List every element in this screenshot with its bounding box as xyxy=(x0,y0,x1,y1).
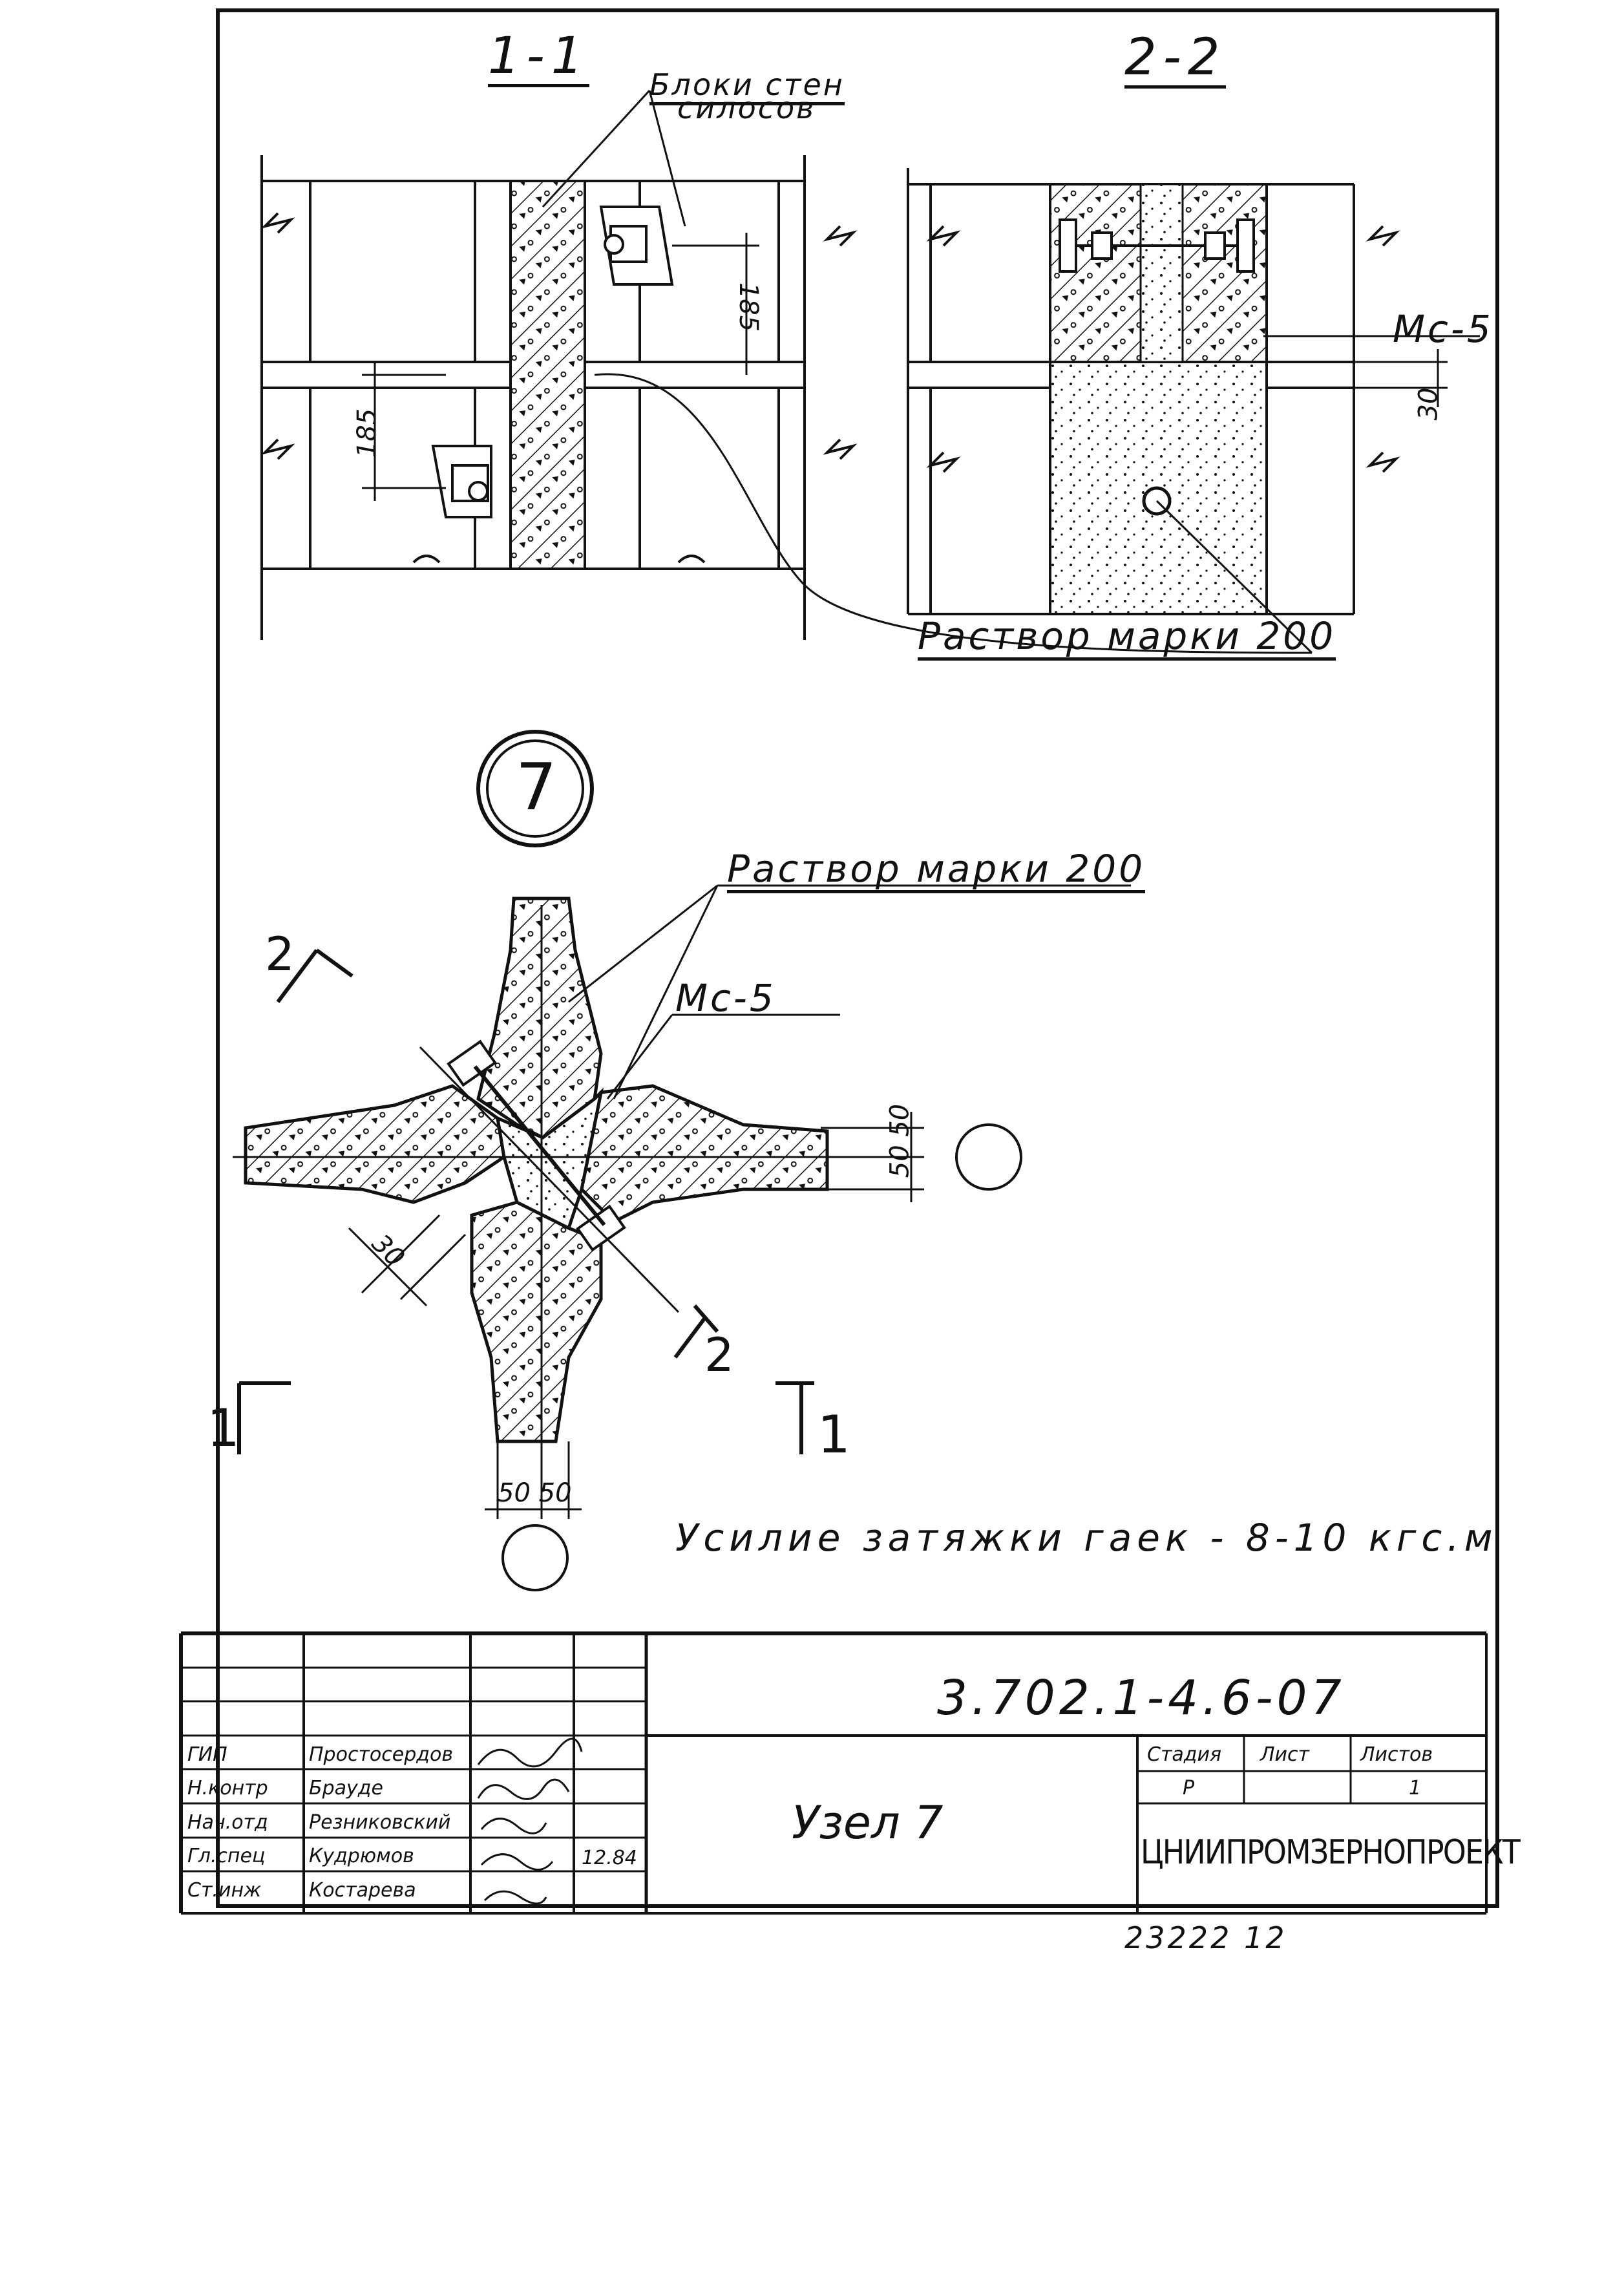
dimension-185-upper-label: 185 xyxy=(733,282,764,332)
node-number-circle-outer xyxy=(476,730,594,847)
cut-markers xyxy=(237,948,814,1454)
sheet-title: Узел 7 xyxy=(792,1796,944,1849)
signature-name-4: Кудрюмов xyxy=(309,1845,414,1867)
tie-bolt-ms5 xyxy=(1059,218,1255,273)
mortar-grade-label-node: Раствор марки 200 xyxy=(727,850,1146,893)
axis-marker-bottom xyxy=(501,1524,569,1591)
document-code: 3.702.1-4.6-07 xyxy=(937,1670,1345,1726)
node-dimension-right-label: 50 50 xyxy=(885,1103,915,1178)
signature-name-5: Костарева xyxy=(309,1879,416,1902)
signature-name-2: Брауде xyxy=(309,1777,383,1800)
dimension-30-label-section-2: 30 xyxy=(1413,387,1444,421)
signature-name-3: Резниковский xyxy=(309,1811,451,1834)
stage-value: Р xyxy=(1183,1777,1195,1800)
node-number-circle-inner xyxy=(486,739,584,838)
node-cross-section xyxy=(244,897,829,1443)
signature-name-1: Простосердов xyxy=(309,1743,454,1766)
signature-role-2: Н.контр xyxy=(187,1777,268,1800)
embedded-plate-lower xyxy=(431,445,492,518)
section-2-2-mortar-joint xyxy=(1139,183,1184,363)
sheets-value: 1 xyxy=(1409,1777,1422,1800)
section-1-1-title: 1-1 xyxy=(488,31,590,87)
leader-lines-1-1 xyxy=(542,89,1313,654)
signature-role-1: ГИП xyxy=(187,1743,227,1766)
axis-marker-right xyxy=(955,1123,1022,1191)
node-wall-left xyxy=(244,1084,506,1204)
leader-lines-2-2 xyxy=(1155,335,1480,654)
cut-2-top-label: 2 xyxy=(265,927,295,981)
node-dimension-right xyxy=(821,1112,924,1202)
ms5-label-section-2: Мс-5 xyxy=(1393,307,1493,351)
dimension-185-upper xyxy=(672,233,759,375)
wall-blocks-label-line2: силосов xyxy=(677,90,816,125)
sheet-frame xyxy=(216,8,1499,1908)
node-dimension-bottom-label: 50 50 xyxy=(498,1478,572,1508)
archive-number: 23222 12 xyxy=(1124,1920,1287,1955)
title-block-grid xyxy=(179,1631,1488,1915)
approval-date: 12.84 xyxy=(582,1847,637,1869)
stage-column-label: Стадия xyxy=(1147,1743,1222,1766)
node-leader-lines xyxy=(568,884,1131,1099)
signature-role-3: Нач.отд xyxy=(187,1811,268,1834)
nut-tightening-note: Усилие затяжки гаек - 8-10 кгс.м xyxy=(675,1516,1498,1560)
ms5-label-node: Мс-5 xyxy=(675,976,776,1020)
signature-scribbles xyxy=(477,1737,583,1905)
section-2-2-title: 2-2 xyxy=(1124,32,1227,89)
organization-name: ЦНИИПРОМЗЕРНОПРОЕКТ xyxy=(1141,1833,1521,1872)
embedded-plate-upper xyxy=(599,206,674,286)
cut-1-left-label: 1 xyxy=(207,1398,240,1458)
node-wall-right xyxy=(580,1084,829,1224)
cut-2-bottom-label: 2 xyxy=(704,1328,734,1382)
node-dimension-bottom xyxy=(485,1441,582,1519)
node-axes xyxy=(233,905,918,1480)
node-plates xyxy=(447,1039,626,1252)
section-1-1-wall-block xyxy=(509,180,586,570)
signature-role-5: Ст.инж xyxy=(187,1879,262,1902)
mortar-grade-label-top: Раствор марки 200 xyxy=(918,617,1336,661)
node-number: 7 xyxy=(516,749,557,825)
sheet-column-label: Лист xyxy=(1260,1743,1310,1766)
dimension-185-lower xyxy=(362,362,446,501)
sheets-column-label: Листов xyxy=(1360,1743,1433,1766)
wall-blocks-label: Блоки стен xyxy=(649,70,845,105)
cut-1-right-label: 1 xyxy=(817,1405,850,1465)
node-wall-bottom xyxy=(470,1200,603,1443)
dimension-185-lower-label: 185 xyxy=(352,408,383,458)
dimension-30-section-2 xyxy=(1354,349,1448,407)
signature-role-4: Гл.спец xyxy=(187,1845,266,1867)
node-wall-top xyxy=(476,897,603,1140)
node-dimension-30 xyxy=(348,1214,467,1307)
